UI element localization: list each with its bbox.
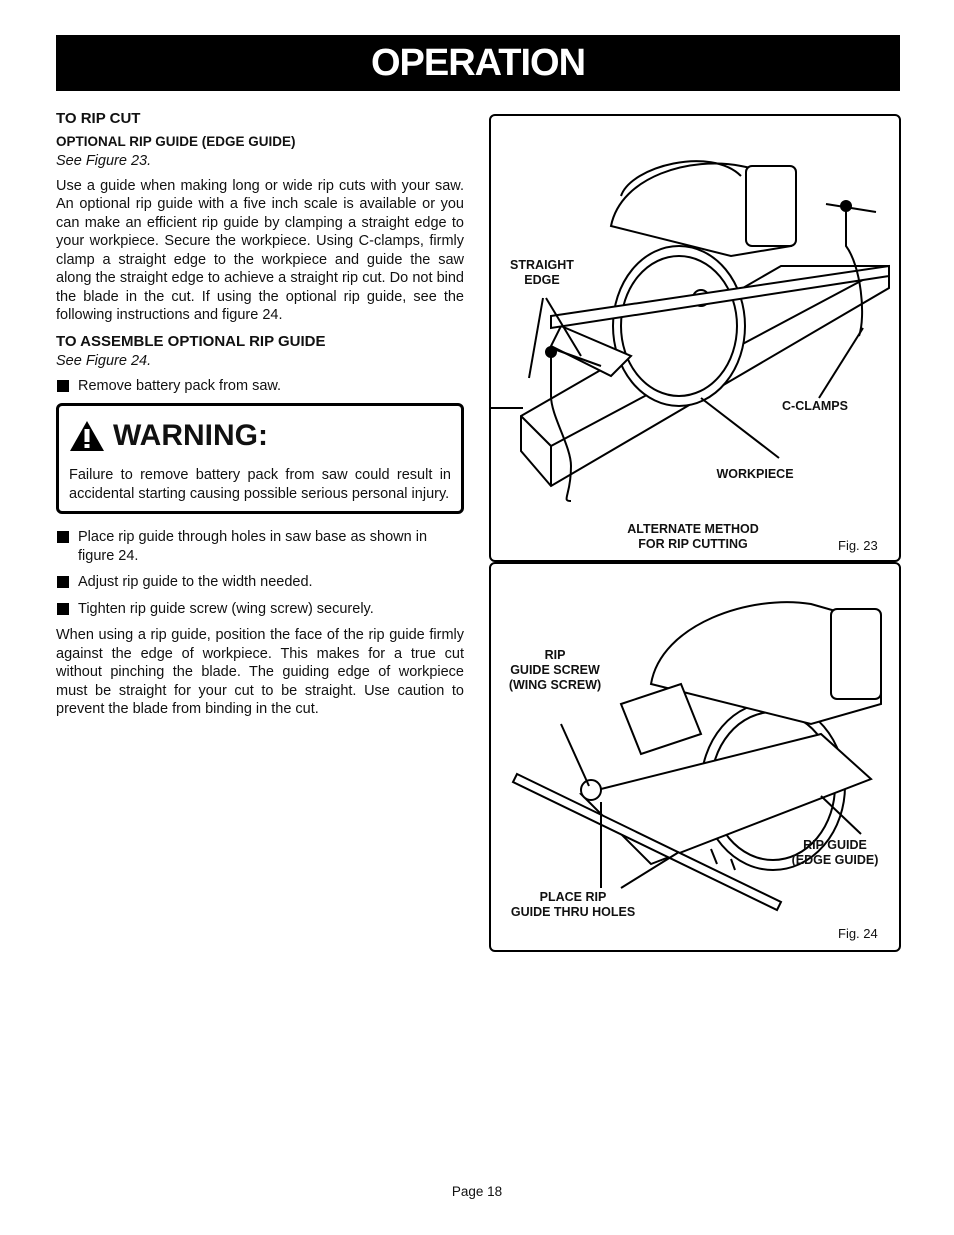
figure-23-panel: STRAIGHT EDGE C-CLAMPS WORKPIECE ALTERNA… [489, 114, 901, 562]
page-number: Page 18 [451, 1184, 503, 1199]
saw-with-clamped-straight-edge-illustration [491, 146, 895, 502]
warning-box: WARNING: Failure to remove battery pack … [56, 403, 464, 514]
bullet-square-icon [57, 379, 69, 392]
bullet-square-icon [57, 602, 69, 615]
list-item: Tighten rip guide screw (wing screw) sec… [56, 600, 464, 619]
heading-assemble: TO ASSEMBLE OPTIONAL RIP GUIDE [56, 332, 326, 350]
list-item: Place rip guide through holes in saw bas… [56, 528, 464, 565]
label-c-clamps: C-CLAMPS [782, 399, 848, 413]
instructions-column: TO RIP CUT OPTIONAL RIP GUIDE (EDGE GUID… [56, 110, 464, 727]
list-item: Remove battery pack from saw. [56, 377, 464, 396]
heading-optional-rip-guide: OPTIONAL RIP GUIDE (EDGE GUIDE) [56, 133, 296, 149]
warning-triangle-icon [70, 421, 104, 451]
bullet-square-icon [57, 576, 69, 588]
rip-guide-paragraph: When using a rip guide, position the fac… [56, 627, 464, 717]
figure-24-panel: RIP GUIDE SCREW (WING SCREW) RIP GUIDE (… [489, 562, 901, 952]
see-figure-24: See Figure 24. [56, 353, 152, 369]
figure-23-caption: Fig. 23 [838, 538, 878, 553]
label-place-rip-guide: PLACE RIP GUIDE THRU HOLES [510, 890, 636, 919]
bullet-square-icon [57, 531, 69, 543]
label-alternate-method: ALTERNATE METHOD FOR RIP CUTTING [627, 522, 759, 551]
figure-24-caption: Fig. 24 [838, 926, 878, 941]
label-rip-guide: RIP GUIDE (EDGE GUIDE) [791, 838, 879, 867]
heading-rip-cut: TO RIP CUT [56, 110, 141, 127]
label-straight-edge: STRAIGHT EDGE [510, 258, 574, 287]
rip-cut-paragraph: Use a guide when making long or wide rip… [56, 177, 464, 324]
warning-title: WARNING: [113, 418, 268, 452]
page-title: OPERATION [56, 35, 900, 91]
label-rip-guide-screw: RIP GUIDE SCREW (WING SCREW) [508, 648, 602, 692]
warning-text: Failure to remove battery pack from saw … [69, 467, 451, 502]
see-figure-23: See Figure 23. [56, 153, 152, 169]
list-item: Adjust rip guide to the width needed. [56, 573, 464, 592]
label-workpiece: WORKPIECE [716, 467, 794, 481]
saw-with-rip-guide-illustration [511, 601, 882, 912]
